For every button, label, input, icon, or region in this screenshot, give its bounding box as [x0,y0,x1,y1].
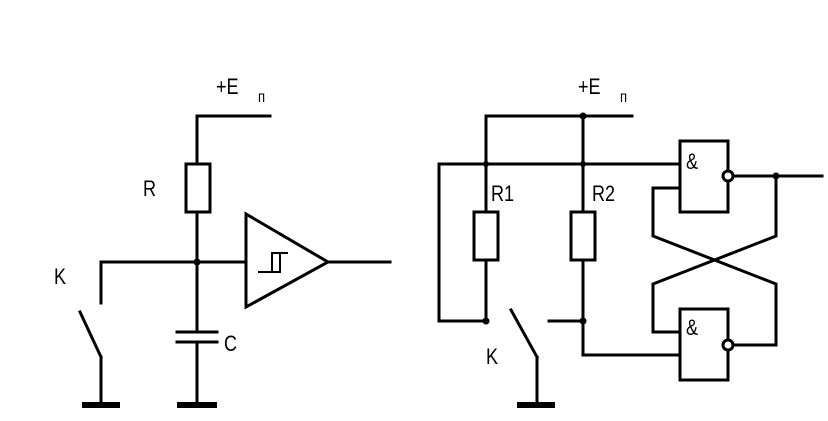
resistor-r2-label: R2 [592,181,616,206]
r1-junction-dot [482,317,490,325]
right-switch-blade [508,307,540,360]
r1-to-gate-top-wire [437,162,682,323]
left-signal-wire [99,260,248,305]
cross-dot-a [483,161,489,167]
left-circuit [78,114,392,408]
nand-gate-bottom [678,307,730,382]
left-supply-label: +E [216,74,239,99]
left-supply-wire [195,114,272,166]
left-supply-subscript: п [258,89,266,106]
nand-gate-top [678,139,730,214]
left-switch-label: K [54,264,67,289]
resistor-r1-label: R1 [491,181,515,206]
gate-top-symbol: & [686,149,699,174]
resistor-r [184,162,212,214]
r2-junction-dot [579,317,587,325]
gate-bottom-symbol: & [686,315,699,340]
resistor-r2 [569,210,597,262]
capacitor-c-label: C [224,331,238,356]
feedback-wire-b [651,174,778,334]
right-circuit [437,112,824,408]
left-switch-blade [78,310,103,359]
right-supply-label: +E [578,74,601,99]
cross-dot-b [580,161,586,167]
right-supply-subscript: п [620,89,628,106]
resistor-r1 [472,210,500,262]
hysteresis-icon-inner [264,253,281,273]
schmitt-trigger [244,211,332,310]
resistor-r-label: R [143,176,157,201]
right-switch-label: K [486,344,499,369]
